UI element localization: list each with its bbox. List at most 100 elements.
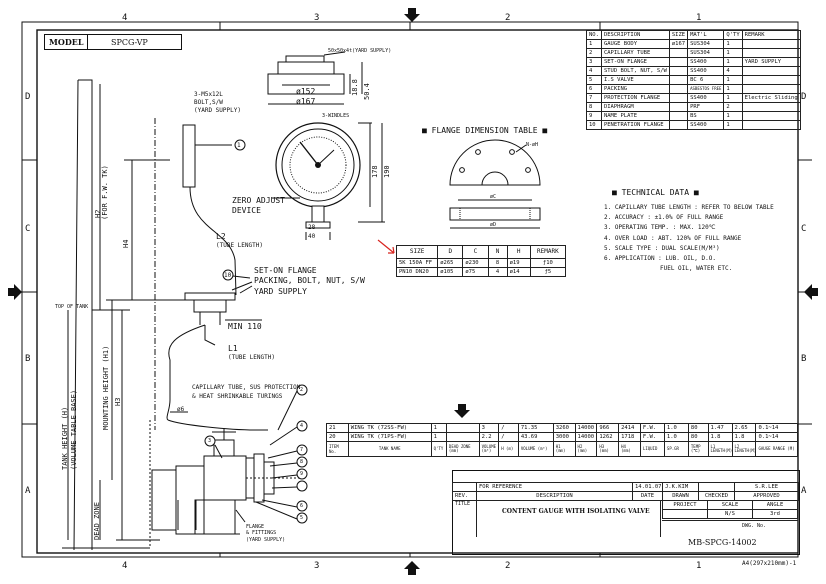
- cell: 8: [487, 258, 508, 268]
- cell: 80: [687, 432, 709, 442]
- cell: /: [498, 432, 519, 442]
- flange-label-1: FLANGE: [246, 524, 265, 530]
- table-row: N/S 3rd: [662, 509, 798, 519]
- technical-item-3: 3. OPERATING TEMP. : MAX. 120℃: [604, 224, 716, 231]
- capillary-label-2: & HEAT SHRINKABLE TURINGS: [192, 393, 283, 400]
- cell: [741, 39, 801, 49]
- l1-sub-label: (TUBE LENGTH): [228, 354, 275, 361]
- cell: 1: [723, 84, 743, 94]
- col-number-1-bottom: 1: [696, 561, 702, 571]
- tank-header: LIQUID: [639, 441, 665, 457]
- title-label: TITLE: [455, 501, 471, 507]
- flange-table-header: SIZE D C N H REMARK: [395, 245, 567, 259]
- col-number-4-bottom: 4: [122, 561, 128, 571]
- cell: [452, 482, 477, 492]
- cell: 6: [586, 84, 602, 94]
- parts-header-desc: DESCRIPTION: [600, 30, 670, 40]
- row-letter-a-left: A: [25, 486, 31, 496]
- cell: [741, 48, 801, 58]
- tank-header: H4 (mm): [618, 441, 641, 457]
- callout-5: 5: [300, 515, 304, 521]
- parts-table: NO. DESCRIPTION SIZE MAT'L Q'TY REMARK 1…: [586, 30, 801, 130]
- l2-sub-label: (TUBE LENGTH): [216, 242, 263, 249]
- cell: 966: [596, 423, 620, 433]
- h2-sub-label: (FOR F.W. TK): [101, 165, 109, 220]
- cell: 1: [723, 48, 743, 58]
- parts-header-qty: Q'TY: [723, 30, 743, 40]
- cell: 14000: [574, 432, 598, 442]
- title-label-cell: [452, 500, 477, 537]
- cell: ø14: [506, 267, 531, 277]
- cell: [741, 120, 801, 130]
- zero-adjust-label: ZERO ADJUST: [232, 196, 285, 205]
- tank-height-label: TANK HEIGHT (H): [61, 406, 69, 470]
- tank-header: H2 (mm): [574, 441, 598, 457]
- cell: SS400: [687, 120, 725, 130]
- tank-header: VOLUME (m³): [478, 441, 500, 457]
- flange-hole-label: N-øH: [526, 142, 539, 148]
- cell: 43.69: [517, 432, 554, 442]
- callout-1: 1: [237, 142, 241, 149]
- flange-label-3: (YARD SUPPLY): [246, 537, 286, 543]
- cell: 9: [586, 111, 602, 121]
- cell: 10: [586, 120, 602, 130]
- parts-header-matl: MAT'L: [687, 30, 725, 40]
- technical-title: ■ TECHNICAL DATA ■: [612, 188, 699, 197]
- cell: [698, 482, 735, 492]
- parts-table-header: NO. DESCRIPTION SIZE MAT'L Q'TY REMARK: [586, 30, 801, 40]
- cell: [668, 66, 689, 76]
- table-row: PROJECT SCALE ANGLE: [662, 500, 798, 510]
- cell: [741, 66, 801, 76]
- cell: SET-ON FLANGE: [600, 57, 670, 67]
- cell: PN10 DN20: [395, 267, 439, 277]
- cell: 1: [723, 111, 743, 121]
- cell: 2: [723, 102, 743, 112]
- cell: 1.0: [663, 432, 689, 442]
- tank-header: Q'TY: [430, 441, 447, 457]
- col-number-4-top: 4: [122, 13, 128, 23]
- cell: 80: [687, 423, 709, 433]
- flange-dim-c: øC: [490, 194, 497, 200]
- cell: 1: [723, 39, 743, 49]
- model-value: SPCG-VP: [111, 38, 148, 47]
- cell: GAUGE BODY: [600, 39, 670, 49]
- cell: 2414: [618, 423, 641, 433]
- cell: [741, 84, 801, 94]
- callout-10: 10: [224, 272, 232, 279]
- dwg-no-label: DWG. No.: [742, 523, 767, 529]
- cell: /: [498, 423, 519, 433]
- revision-row: FOR REFERENCE 14.01.07 J.K.KIM S.R.LEE: [452, 482, 799, 492]
- cell: PRF: [687, 102, 725, 112]
- tank-header: VOLUME (m³): [517, 441, 554, 457]
- cell: Electric Sliding: [741, 93, 801, 103]
- dim-d167: ø167: [296, 97, 316, 106]
- cell: 1: [723, 120, 743, 130]
- cell: [668, 93, 689, 103]
- cell: PROTECTION FLANGE: [600, 93, 670, 103]
- scale-value: N/S: [707, 509, 753, 519]
- cell: 4: [586, 66, 602, 76]
- drawing-title: CONTENT GAUGE WITH ISOLATING VALVE: [502, 508, 650, 515]
- cell: 2: [586, 48, 602, 58]
- parts-header-no: NO.: [586, 30, 602, 40]
- bolt-label-2: BOLT,S/W: [194, 99, 223, 106]
- dim-40: 40: [308, 233, 316, 240]
- cell: 0.1~14: [755, 423, 798, 433]
- flange-header-n: N: [487, 245, 508, 259]
- col-number-3-bottom: 3: [314, 561, 320, 571]
- top-of-tank-label: TOP OF TANK: [55, 304, 89, 310]
- row-letter-b-right: B: [801, 354, 807, 364]
- angle-label: ANGLE: [752, 500, 798, 510]
- cell: 14.01.07: [632, 482, 663, 492]
- cell: [741, 75, 801, 85]
- cell: SS400: [687, 66, 725, 76]
- scale-label: SCALE: [707, 500, 753, 510]
- row-letter-c-left: C: [25, 224, 31, 234]
- callout-6: 6: [300, 503, 304, 509]
- cell: 3: [478, 423, 500, 433]
